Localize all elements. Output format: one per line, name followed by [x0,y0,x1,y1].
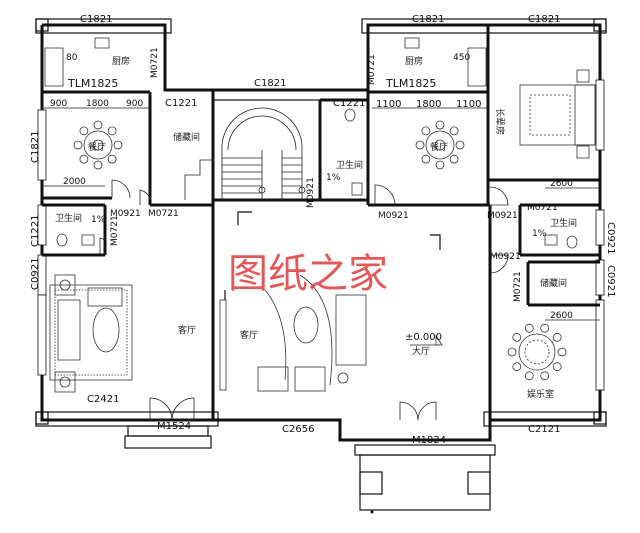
chair [435,160,445,170]
dim-left-1800: 1800 [86,99,109,109]
window-c1221-inner-center: C1221 [333,98,365,109]
sliding-door-right: TLM1825 [385,77,436,90]
chair [415,140,425,150]
chair [93,160,103,170]
chair [507,347,517,357]
chair [524,323,534,333]
room-living-left: 客厅 [178,324,196,336]
window-c1221-left: C1221 [30,215,41,247]
room-living-center: 客厅 [240,329,258,341]
slope-wc-left: 1% [91,215,106,225]
dim-right-1800: 1800 [416,99,441,110]
chair [512,362,522,372]
door-m0921-right: M0921 [487,211,518,221]
slope-wc-right: 1% [532,229,547,239]
door-m1824: M1824 [412,435,446,446]
window-c2421-bottom: C2421 [87,394,119,405]
chair [73,140,83,150]
window-c1821-top-left: C1821 [80,14,112,25]
door-m0721-storage-right: M0721 [513,271,523,302]
chair [107,126,117,136]
chair [552,362,562,372]
chair [421,154,431,164]
window-c1821-top-right-2: C1821 [528,14,560,25]
chair [421,126,431,136]
chair [107,154,117,164]
window-c0921-right-1: C0921 [605,222,616,254]
outer-walls [35,18,607,442]
dimension-lines [42,107,600,321]
room-kitchen-right: 厨房 [405,55,423,67]
room-wc-left: 卫生间 [55,212,82,224]
door-m0921-right-lower: M0921 [490,252,521,262]
room-dining-left: 餐厅 [88,141,106,153]
door-m1524: M1524 [157,421,191,432]
sliding-door-left: TLM1825 [67,77,118,90]
watermark: 图纸之家 [228,251,388,297]
chair [552,332,562,342]
room-wc-center: 卫生间 [336,159,363,171]
chair [455,140,465,150]
window-c0921-left: C0921 [30,258,41,290]
dim-left-900b: 900 [126,99,143,109]
furniture [44,37,596,393]
window-c2121-bottom: C2121 [528,424,560,435]
chair [540,371,550,381]
chair [93,120,103,130]
room-entertainment: 娱乐室 [527,388,554,400]
room-dining-right: 餐厅 [430,141,448,153]
window-c2656-bottom: C2656 [282,424,314,435]
door-m0721-top-right: M0721 [367,54,377,85]
door-m0721-wc-left: M0721 [110,215,120,246]
dim-2600-b: 2600 [550,311,573,321]
chair [449,126,459,136]
left-window-bars [37,79,605,391]
dim-left-900a: 900 [50,99,67,109]
chair [435,120,445,130]
door-m0921-left: M0921 [110,209,141,219]
window-c1821-left: C1821 [30,131,41,163]
dim-80: 80 [66,53,78,63]
window-c1221-inner-left: C1221 [165,98,197,109]
chair [79,126,89,136]
chair [113,140,123,150]
room-wc-right: 卫生间 [550,217,577,229]
window-c1821-top-right-1: C1821 [412,14,444,25]
room-storage-right: 储藏间 [540,277,567,289]
entrance-steps [124,425,496,514]
window-c1821-top-center: C1821 [254,78,286,89]
window-c0921-right-2: C0921 [605,265,616,297]
dim-right-1100b: 1100 [456,99,481,110]
room-hall: 大厅 [412,345,430,357]
chair [512,332,522,342]
slope-wc-center: 1% [326,173,341,183]
dim-450: 450 [453,53,470,63]
room-kitchen-left: 厨房 [112,55,130,67]
dim-2000: 2000 [63,177,86,187]
room-storage-left: 储藏间 [173,131,200,143]
chair [557,347,567,357]
chair [540,323,550,333]
interior-walls [42,25,600,420]
chair [449,154,459,164]
hall-corner-marks [224,211,443,346]
chair [524,371,534,381]
door-m0721-left: M0721 [148,209,179,219]
floor-level: ±0.000 [405,332,442,343]
dim-right-1100a: 1100 [376,99,401,110]
door-m0721-top-left: M0721 [150,47,160,78]
staircase [184,107,306,200]
chair [79,154,89,164]
room-elder: 长辈房 [494,108,506,135]
door-m0921-stair: M0921 [306,177,316,208]
door-m0721-right: M0721 [527,203,558,213]
door-swings [99,179,509,421]
dim-2600-a: 2600 [550,179,573,189]
door-m0921-center: M0921 [378,211,409,221]
